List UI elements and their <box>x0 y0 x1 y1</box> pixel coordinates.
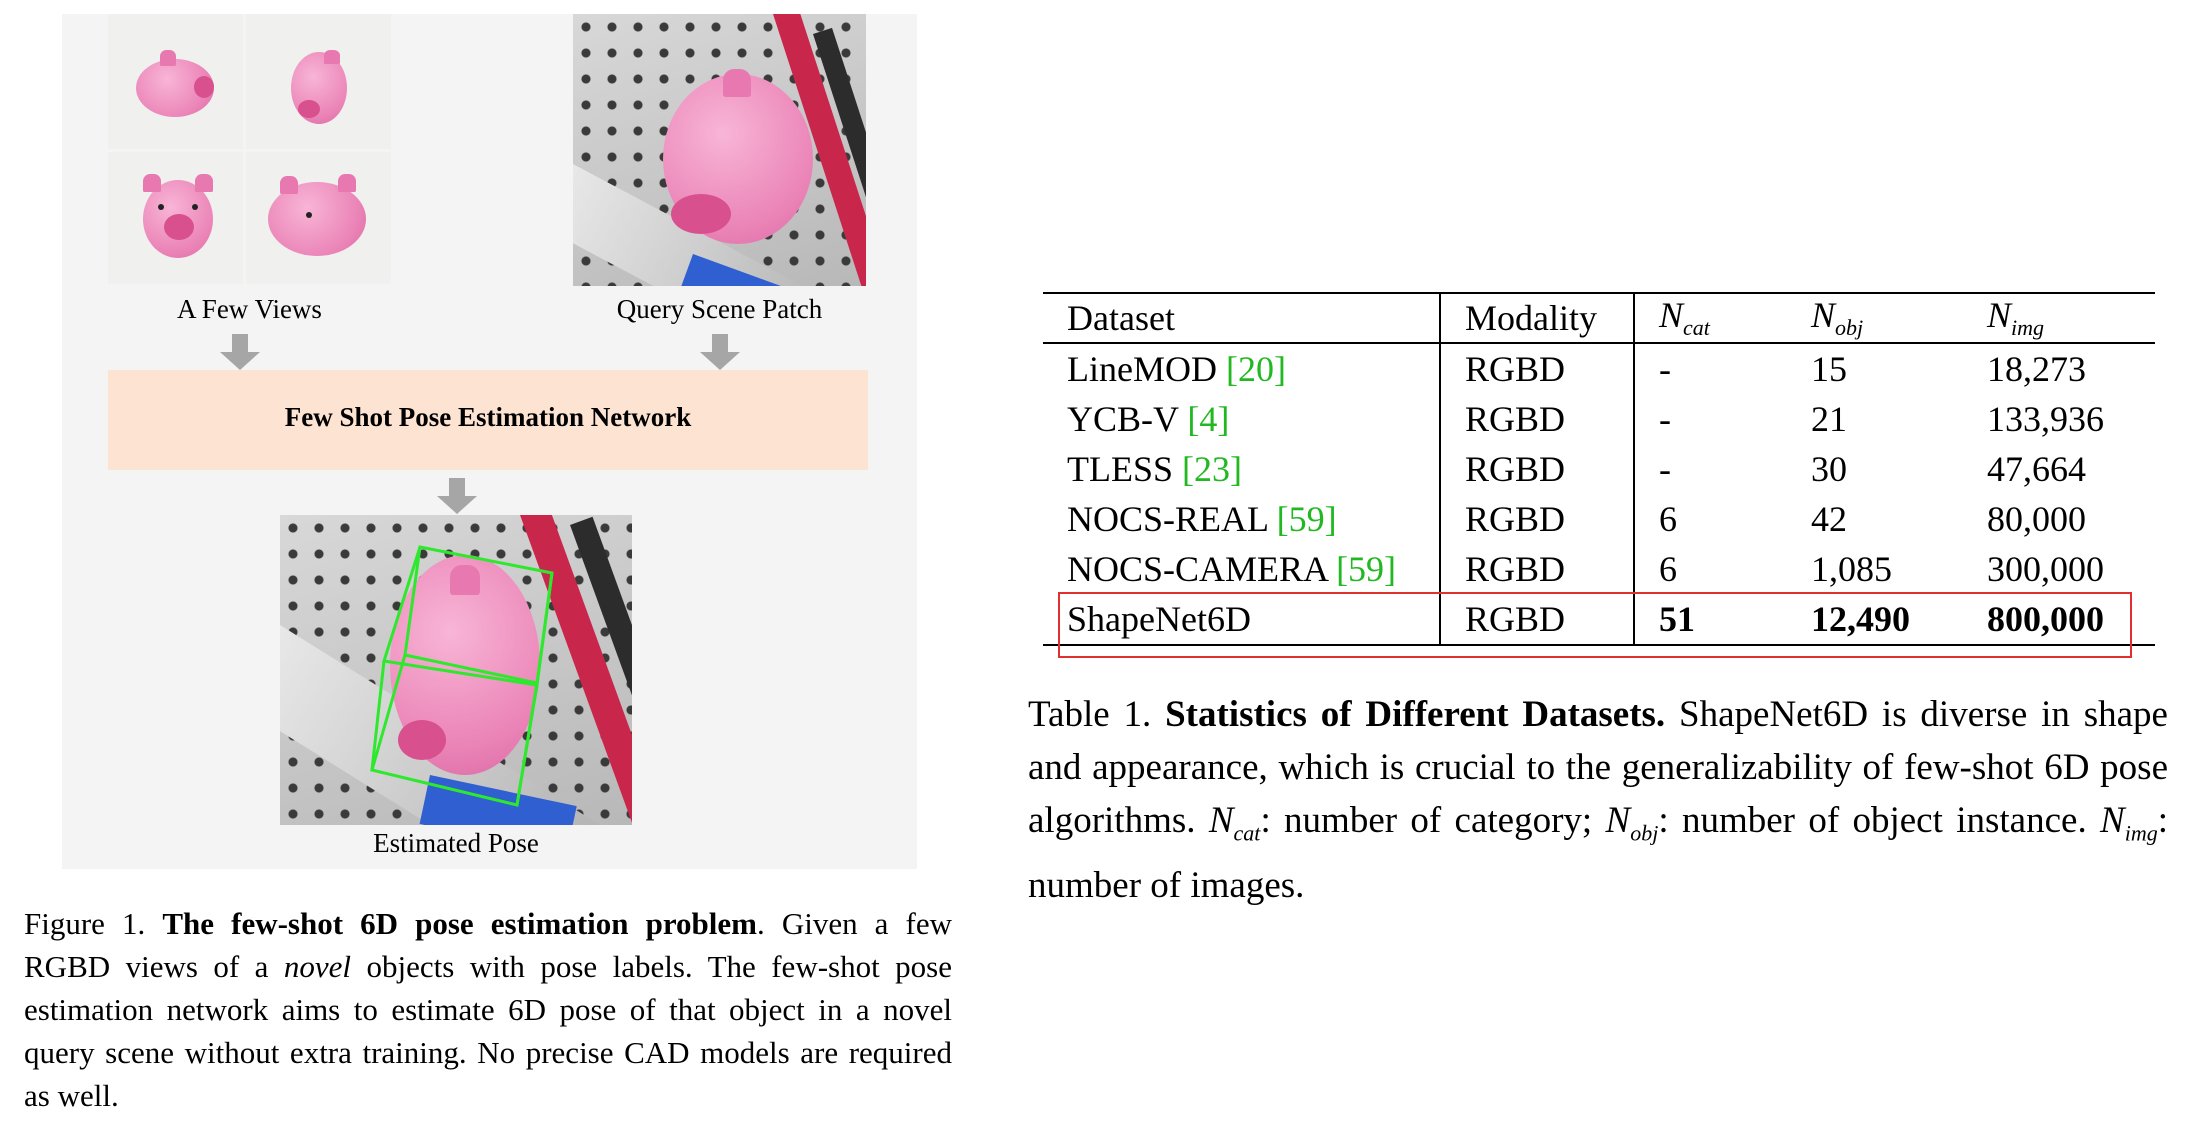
modality-cell: RGBD <box>1440 494 1635 544</box>
nobj-cell: 15 <box>1811 349 1847 389</box>
view-image-3 <box>108 152 243 284</box>
header-nobj: Nobj <box>1787 292 1963 344</box>
modality-cell: RGBD <box>1440 544 1635 594</box>
dataset-table: Dataset Modality Ncat Nobj Nimg LineMOD … <box>1043 292 2155 646</box>
caption-title: Statistics of Different Datasets. <box>1165 694 1666 735</box>
dataset-cell: LineMOD [20] <box>1043 343 1441 394</box>
modality-cell: RGBD <box>1440 444 1635 494</box>
citation-link[interactable]: [20] <box>1225 349 1286 389</box>
ncat-cell: 6 <box>1659 549 1677 589</box>
citation-link[interactable]: [4] <box>1187 399 1230 439</box>
nobj-symbol: Nobj <box>1605 800 1659 846</box>
table-row: LineMOD [20] RGBD - 15 18,273 <box>1043 343 2155 394</box>
table-row-highlighted: ShapeNet6D RGBD 51 12,490 800,000 <box>1043 594 2155 646</box>
modality-cell: RGBD <box>1440 394 1635 444</box>
network-box: Few Shot Pose Estimation Network <box>108 370 868 470</box>
nimg-cell: 18,273 <box>1987 349 2086 389</box>
header-ncat: Ncat <box>1634 292 1787 344</box>
table-row: NOCS-CAMERA [59] RGBD 6 1,085 300,000 <box>1043 544 2155 594</box>
modality-cell: RGBD <box>1440 594 1635 646</box>
view-image-1 <box>108 14 243 149</box>
caption-text: . Given a few RGBD views of a <box>24 906 953 984</box>
header-dataset: Dataset <box>1043 292 1441 344</box>
estimated-pose-image <box>280 515 632 825</box>
nimg-cell: 80,000 <box>1987 499 2086 539</box>
caption-text: : number of object instance. <box>1658 800 2101 841</box>
dataset-cell: TLESS [23] <box>1043 444 1441 494</box>
nimg-cell: 133,936 <box>1987 399 2104 439</box>
query-patch-label: Query Scene Patch <box>616 294 823 324</box>
citation-link[interactable]: [23] <box>1182 449 1242 489</box>
caption-prefix: Table 1. <box>1028 694 1166 735</box>
ncat-symbol: Ncat <box>1208 800 1261 846</box>
estimated-pose-label: Estimated Pose <box>373 828 539 858</box>
nobj-cell: 1,085 <box>1811 549 1892 589</box>
nimg-cell: 47,664 <box>1987 449 2086 489</box>
view-image-2 <box>246 14 391 149</box>
down-arrow-icon <box>437 478 477 514</box>
caption-prefix: Figure 1. <box>24 906 163 941</box>
dataset-cell: NOCS-REAL [59] <box>1043 494 1441 544</box>
nobj-cell: 21 <box>1811 399 1847 439</box>
highlight-box <box>1058 592 2132 658</box>
nobj-cell: 42 <box>1811 499 1847 539</box>
caption-text: objects with pose labels. The few-shot p… <box>24 949 952 1113</box>
dataset-cell: ShapeNet6D <box>1043 594 1441 646</box>
query-scene-image <box>573 14 866 286</box>
caption-italic: novel <box>283 949 352 984</box>
table-row: TLESS [23] RGBD - 30 47,664 <box>1043 444 2155 494</box>
table-row: YCB-V [4] RGBD - 21 133,936 <box>1043 394 2155 444</box>
ncat-cell: 6 <box>1659 499 1677 539</box>
network-label: Few Shot Pose Estimation Network <box>284 402 692 432</box>
nimg-symbol: Nimg <box>2100 800 2158 846</box>
ncat-cell: - <box>1659 349 1671 389</box>
table-row: NOCS-REAL [59] RGBD 6 42 80,000 <box>1043 494 2155 544</box>
ncat-cell: - <box>1659 399 1671 439</box>
caption-text: : number of images. <box>1028 800 2168 907</box>
nimg-cell: 800,000 <box>1963 594 2155 646</box>
nobj-cell: 12,490 <box>1787 594 1963 646</box>
pose-bounding-box <box>370 545 554 807</box>
citation-link[interactable]: [59] <box>1276 499 1337 539</box>
down-arrow-icon <box>220 334 260 370</box>
few-views-label: A Few Views <box>177 294 322 324</box>
dataset-cell: NOCS-CAMERA [59] <box>1043 544 1441 594</box>
header-modality: Modality <box>1440 292 1635 344</box>
view-image-4 <box>246 152 391 284</box>
citation-link[interactable]: [59] <box>1336 549 1397 589</box>
caption-text: : number of category; <box>1260 800 1606 841</box>
table-header-row: Dataset Modality Ncat Nobj Nimg <box>1043 292 2155 344</box>
ncat-cell: - <box>1659 449 1671 489</box>
dataset-cell: YCB-V [4] <box>1043 394 1441 444</box>
caption-title: The few-shot 6D pose estimation problem <box>162 906 757 941</box>
caption-text: ShapeNet6D is diverse in shape and appea… <box>1028 694 2168 841</box>
header-nimg: Nimg <box>1963 292 2155 344</box>
down-arrow-icon <box>700 334 740 370</box>
modality-cell: RGBD <box>1440 343 1635 394</box>
nimg-cell: 300,000 <box>1987 549 2104 589</box>
figure-caption: Figure 1. The few-shot 6D pose estimatio… <box>24 902 952 1117</box>
ncat-cell: 51 <box>1634 594 1787 646</box>
table-caption: Table 1. Statistics of Different Dataset… <box>1028 688 2168 912</box>
nobj-cell: 30 <box>1811 449 1847 489</box>
